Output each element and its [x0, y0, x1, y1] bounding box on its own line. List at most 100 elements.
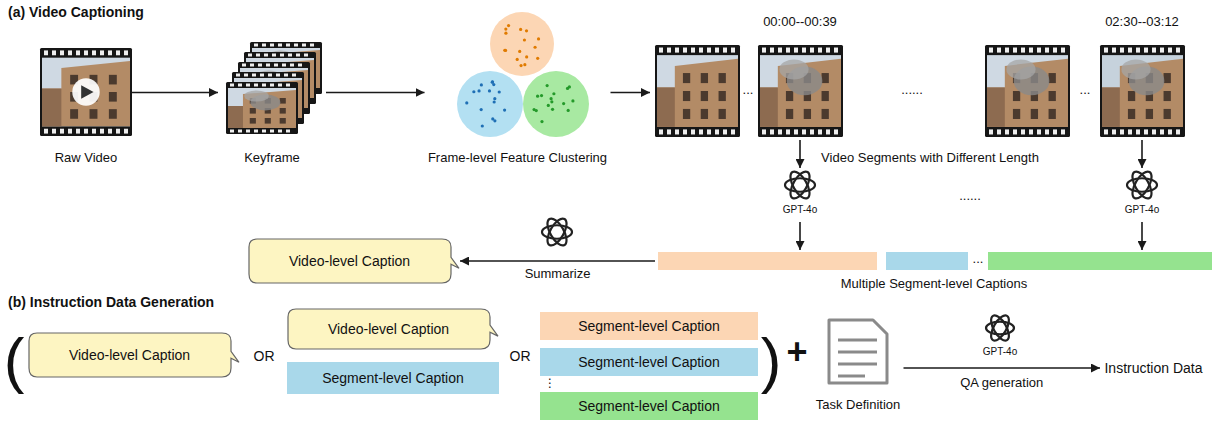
- window: [822, 91, 829, 101]
- document-line: [838, 339, 877, 342]
- logo-loop: [542, 225, 572, 239]
- feature-cluster: [523, 71, 589, 137]
- sprocket-hole: [282, 64, 286, 67]
- illustration-node: Multiple Segment-level Captions: [655, 250, 1213, 272]
- annotation-label: ...: [743, 83, 754, 98]
- sprocket-hole: [44, 50, 48, 55]
- window: [1049, 73, 1056, 83]
- sprocket-hole: [270, 130, 274, 133]
- sprocket-hole: [699, 129, 703, 134]
- annotation-label: OR: [254, 348, 275, 364]
- caption-bar: [988, 252, 1212, 270]
- window: [109, 92, 117, 102]
- feature-dot: [503, 49, 506, 52]
- annotation-label: +: [786, 331, 807, 372]
- flow-arrow: [611, 92, 651, 94]
- flow-arrow: [799, 222, 801, 250]
- sky: [657, 55, 738, 127]
- logo-loop: [544, 216, 571, 249]
- sky: [42, 58, 130, 127]
- illustration-node: Frame-level Feature Clustering: [425, 45, 611, 140]
- caption-box: Segment-level Caption: [540, 348, 758, 376]
- sprocket-hole: [723, 129, 727, 134]
- sprocket-hole: [1013, 129, 1017, 134]
- sprocket-hole: [68, 129, 72, 134]
- window: [1031, 109, 1038, 119]
- caption-box: Segment-level Caption: [540, 392, 758, 420]
- video-frame: [985, 45, 1070, 137]
- sprocket-hole: [786, 48, 790, 53]
- sprocket-hole: [238, 84, 242, 87]
- sprocket-hole: [1053, 48, 1057, 53]
- feature-dot: [535, 109, 538, 112]
- window: [280, 98, 286, 104]
- logo-loop: [988, 313, 1013, 344]
- feature-dot: [533, 46, 536, 49]
- sprocket-hole: [304, 54, 308, 57]
- window: [109, 75, 117, 85]
- sprocket-hole: [1128, 129, 1132, 134]
- window: [719, 73, 726, 83]
- feature-dot: [525, 55, 528, 58]
- node-text: Segment-level Caption: [578, 354, 720, 371]
- sprocket-hole: [1037, 129, 1041, 134]
- window: [1049, 91, 1056, 101]
- feature-dot: [540, 94, 543, 97]
- sprocket-hole: [230, 130, 234, 133]
- window: [822, 73, 829, 83]
- logo-loop: [787, 169, 814, 202]
- sprocket-hole: [989, 129, 993, 134]
- sprocket-hole: [254, 44, 258, 47]
- sprocket-hole: [683, 48, 687, 53]
- logo-loop: [986, 322, 1014, 335]
- sprocket-hole: [794, 129, 798, 134]
- sprocket-hole: [997, 129, 1001, 134]
- sprocket-hole: [1168, 129, 1172, 134]
- edge-label: QA generation: [958, 376, 1045, 391]
- sprocket-hole: [288, 54, 292, 57]
- node-text: Segment-level Caption: [578, 398, 720, 415]
- window: [701, 91, 708, 101]
- smoke: [1121, 59, 1150, 79]
- node-text: Segment-level Caption: [578, 318, 720, 335]
- sprocket-hole: [296, 54, 300, 57]
- sprocket-hole: [92, 50, 96, 55]
- illustration-node: GPT-4o: [1117, 168, 1167, 222]
- feature-dot: [491, 117, 494, 120]
- feature-dot: [519, 64, 522, 67]
- node-text: GPT-4o: [783, 204, 817, 216]
- gpt-logo: [986, 313, 1014, 344]
- annotation-label: (b) Instruction Data Generation: [8, 294, 214, 310]
- building-side: [42, 89, 61, 127]
- sky: [228, 88, 296, 128]
- sprocket-hole: [1061, 129, 1065, 134]
- node-text: Raw Video: [55, 150, 118, 166]
- flow-arrow: [1141, 222, 1143, 250]
- window: [109, 109, 117, 119]
- feature-dot: [551, 108, 554, 111]
- illustration-node: Keyframe: [218, 45, 326, 140]
- sprocket-hole: [302, 44, 306, 47]
- sprocket-hole: [236, 74, 240, 77]
- sprocket-hole: [244, 74, 248, 77]
- sprocket-hole: [254, 84, 258, 87]
- sprocket-hole: [272, 54, 276, 57]
- sprocket-hole: [691, 129, 695, 134]
- feature-dot: [562, 102, 565, 105]
- bubble-shape: [249, 239, 459, 283]
- sprocket-hole: [100, 50, 104, 55]
- sprocket-hole: [238, 130, 242, 133]
- sprocket-hole: [1144, 48, 1148, 53]
- feature-dot: [491, 80, 494, 83]
- sprocket-hole: [1029, 129, 1033, 134]
- annotation-label: 02:30--03:12: [1105, 15, 1179, 30]
- window: [70, 109, 78, 119]
- sprocket-hole: [1112, 48, 1116, 53]
- sprocket-hole: [1128, 48, 1132, 53]
- video-frame: [40, 48, 132, 136]
- window: [683, 109, 690, 119]
- sprocket-hole: [715, 129, 719, 134]
- window: [1013, 91, 1020, 101]
- cluster-circle: [523, 71, 589, 137]
- window: [1049, 109, 1056, 119]
